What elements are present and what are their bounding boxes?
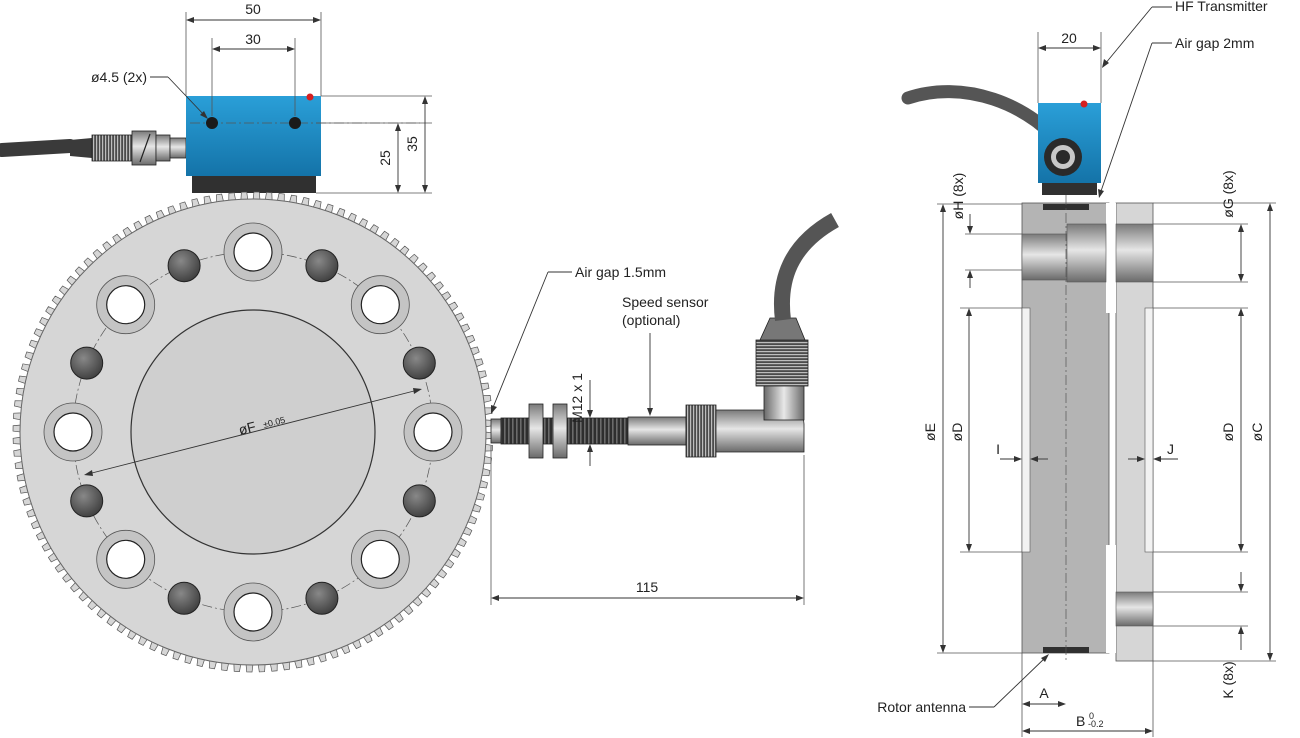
through-hole <box>106 285 146 325</box>
hf-transmitter-base <box>1042 183 1097 195</box>
mount-hole-left <box>206 117 218 129</box>
length-label: 115 <box>636 579 659 595</box>
bolt-head <box>70 346 104 380</box>
dim-B: B <box>1076 713 1085 729</box>
through-hole <box>360 539 400 579</box>
cable-icon <box>0 139 77 157</box>
connector-core <box>1056 150 1070 164</box>
recess-left <box>1021 307 1031 553</box>
dim-diameter-f: øF <box>237 418 257 438</box>
flange-front-view: øF ±0.05 <box>12 191 494 673</box>
dim-A: A <box>1039 685 1049 701</box>
hole-label: ø4.5 (2x) <box>91 69 147 85</box>
dim-E: øE <box>922 423 938 441</box>
through-hole <box>413 412 453 452</box>
bolt-shank-left <box>1021 233 1068 281</box>
lock-nut-left <box>528 403 544 459</box>
through-hole <box>360 285 400 325</box>
bolt-bottom <box>1115 591 1154 627</box>
rotor-antenna-label: Rotor antenna <box>877 699 966 715</box>
dim-J: J <box>1167 441 1174 457</box>
hf-transmitter-label: HF Transmitter <box>1175 0 1268 14</box>
through-hole <box>233 232 273 272</box>
bolt-head <box>167 249 201 283</box>
dim-B-tol-top: 0 <box>1089 711 1094 721</box>
bolt-head-top <box>1066 223 1107 283</box>
bolt-head <box>402 346 436 380</box>
transmitter-body <box>186 96 321 176</box>
dim-width-inner: 30 <box>245 31 261 47</box>
dim-D-right: øD <box>1220 423 1236 442</box>
cable-icon <box>773 213 840 321</box>
dim-height-outer: 35 <box>404 136 420 152</box>
air-gap-label-side: Air gap 2mm <box>1175 35 1254 51</box>
sensor-knurl-nut <box>685 404 717 458</box>
dim-K: K (8x) <box>1220 661 1236 698</box>
mount-hole-right <box>289 117 301 129</box>
speed-sensor: Air gap 1.5mm Speed sensor (optional) M1… <box>490 213 840 605</box>
bolt-head <box>402 484 436 518</box>
cable-strain-relief <box>70 138 92 158</box>
rotor-antenna-strip-top <box>1043 204 1089 210</box>
sensor-cable-collar <box>759 317 806 341</box>
connector-icon <box>91 134 133 162</box>
dim-G: øG (8x) <box>1220 170 1236 217</box>
through-hole <box>233 592 273 632</box>
slot-top <box>1106 203 1116 313</box>
slot-bottom <box>1106 545 1116 653</box>
led-icon <box>1080 100 1088 108</box>
bolt-head <box>70 484 104 518</box>
dim-width-top: 20 <box>1061 30 1077 46</box>
bolt-head <box>167 581 201 615</box>
side-view: 20 øE øD øH (8x) <box>877 0 1276 737</box>
connector-slash <box>139 133 151 163</box>
dim-width-outer: 50 <box>245 1 261 17</box>
bolt-head <box>305 581 339 615</box>
sensor-tip <box>490 418 502 444</box>
dim-C: øC <box>1249 423 1265 442</box>
connector-nut <box>131 130 157 166</box>
speed-sensor-label: Speed sensor <box>622 294 709 310</box>
air-gap-label-sensor: Air gap 1.5mm <box>575 264 666 280</box>
dim-D-left: øD <box>949 423 965 442</box>
bolt-pattern <box>43 222 463 642</box>
sensor-shaft <box>627 416 687 446</box>
sensor-elbow-vertical <box>763 379 805 421</box>
sensor-cable-nut <box>755 339 809 387</box>
transmitter-base <box>192 176 316 193</box>
recess-right <box>1144 307 1154 553</box>
connector-stub <box>169 137 187 159</box>
bolt-head <box>305 249 339 283</box>
speed-sensor-optional-label: (optional) <box>622 312 680 328</box>
thread-label: M12 x 1 <box>569 373 585 423</box>
transmitter-top-view: 50 30 ø4.5 (2x) 25 35 <box>0 1 432 194</box>
bolt-shank-right <box>1115 223 1154 283</box>
connector-collar <box>155 134 171 162</box>
led-icon <box>306 93 314 101</box>
dim-H: øH (8x) <box>950 173 966 220</box>
through-hole <box>106 539 146 579</box>
dim-height-inner: 25 <box>377 150 393 166</box>
dim-I: I <box>996 441 1000 457</box>
lock-nut-right <box>552 403 568 459</box>
through-hole <box>53 412 93 452</box>
dim-B-tol: -0.2 <box>1088 719 1104 729</box>
